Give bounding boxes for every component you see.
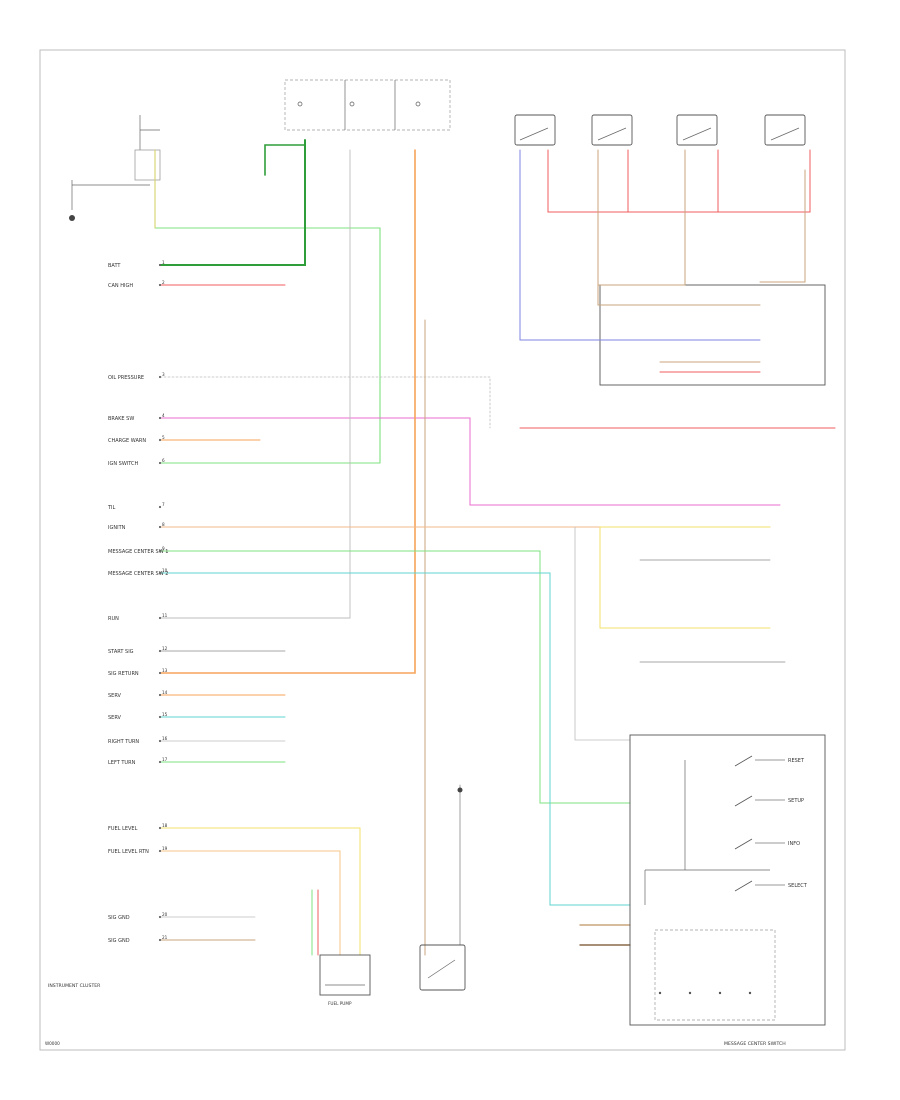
cluster-pin-label: BRAKE SW [108,416,134,422]
pin-terminal [158,461,162,465]
pin-number: 21 [162,935,168,940]
ignition-switch [69,115,161,221]
button-label: INFO [788,841,800,847]
button-label: RESET [788,758,805,764]
pin-terminal [158,826,162,830]
pin-terminal [158,549,162,553]
message-center-label: MESSAGE CENTER SWITCH [724,1041,786,1047]
pin-terminal [158,671,162,675]
cluster-pin-label: IGN SWITCH [108,461,139,467]
switch-contact [734,880,753,892]
diagram-frame [39,49,846,1051]
pin-number: 20 [162,912,168,917]
pin-number: 6 [162,458,165,463]
pin-terminal [158,739,162,743]
pin-terminal [158,438,162,442]
button-label: SETUP [788,798,804,804]
message-center-switch-module [629,734,826,1026]
brake-switch [419,787,466,991]
cluster-pin-label: MESSAGE CENTER SW 1 [108,549,168,555]
cluster-pin-label: FUEL LEVEL RTN [108,849,149,855]
pin-number: 5 [162,435,165,440]
pin-terminal [158,416,162,420]
pin-number: 2 [162,280,165,285]
pin-number: 15 [162,712,168,717]
cluster-pin-label: LEFT TURN [108,760,136,766]
pin-number: 17 [162,757,168,762]
pin-number: 14 [162,690,168,695]
pin-terminal [158,715,162,719]
wires [154,139,836,956]
switch-contact [734,838,753,850]
pin-terminal [158,525,162,529]
pin-terminal [158,693,162,697]
pin-terminal [158,760,162,764]
pin-terminal [158,375,162,379]
pin-terminal [158,849,162,853]
pin-terminal [158,263,162,267]
cluster-pin-label: TIL [107,505,116,511]
cluster-pin-label: SERV [108,715,122,721]
button-label: SELECT [788,883,808,889]
pin-terminal [158,616,162,620]
cluster-pin-label: START SIG [108,649,134,655]
pin-terminal [158,571,162,575]
fuel-pump-label: FUEL PUMP [328,1001,352,1006]
pin-terminal [158,505,162,509]
fuse-panel [284,79,451,131]
pin-number: 3 [162,372,165,377]
cluster-pin-label: FUEL LEVEL [108,826,138,832]
pin-number: 7 [162,502,165,507]
pin-number: 12 [162,646,168,651]
pin-number: 1 [162,260,165,265]
cluster-pin-label: BATT [108,263,121,269]
switch-contact [734,755,753,767]
cluster-pin-label: OIL PRESSURE [108,375,144,381]
pin-terminal [158,283,162,287]
cluster-pin-label: RUN [108,616,119,622]
pin-number: 4 [162,413,165,418]
pin-terminal [158,915,162,919]
cluster-pin-label: SIG RETURN [108,671,139,677]
cluster-pin-label: CAN HIGH [108,283,133,289]
pin-number: 19 [162,846,168,851]
pin-number: 18 [162,823,168,828]
footer-code: W0000 [45,1041,60,1046]
pin-number: 13 [162,668,168,673]
message-center-buttons: RESET SETUP INFO SELECT [734,755,808,892]
pin-number: 11 [162,613,168,618]
fuel-pump-module [319,954,371,996]
cluster-pin-label: SIG GND [108,938,130,944]
door-switch-modules [514,114,806,146]
cluster-pin-label: RIGHT TURN [108,739,139,745]
cluster-pin-label: SIG GND [108,915,130,921]
pin-terminal [158,649,162,653]
cluster-pin-label: CHARGE WARN [108,438,146,444]
pin-terminal [158,938,162,942]
cluster-label: INSTRUMENT CLUSTER [48,983,101,989]
pin-number: 9 [162,546,165,551]
pin-number: 10 [162,568,168,573]
pin-number: 8 [162,522,165,527]
cluster-pin-label: MESSAGE CENTER SW 2 [108,571,168,577]
cluster-pin-label: IGNITN [108,525,126,531]
right-connector-block [599,284,826,386]
switch-contact [734,795,753,807]
pin-number: 16 [162,736,168,741]
cluster-pin-label: SERV [108,693,122,699]
